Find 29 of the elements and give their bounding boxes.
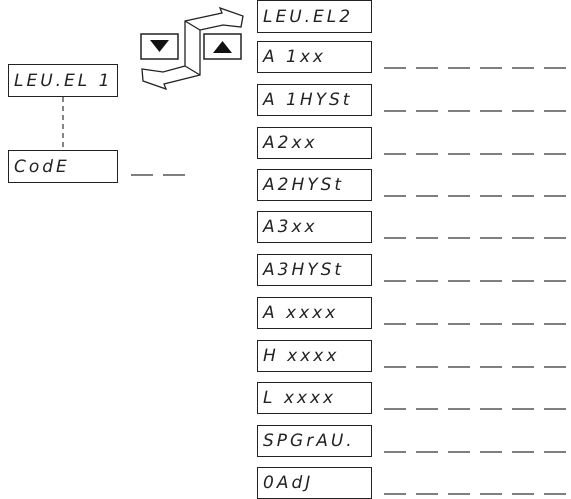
connector-line [62, 97, 64, 150]
display-text: SPGrAU. [263, 431, 355, 451]
display-text: A 1HYSt [263, 90, 352, 110]
display-text: A3xx [263, 217, 318, 237]
display-box [257, 211, 372, 243]
display-text: A xxxx [263, 303, 338, 323]
display-box [257, 382, 372, 414]
display-box [257, 425, 372, 457]
display-text: A2HYSt [263, 175, 344, 195]
display-text: LEU.EL2 [263, 6, 354, 26]
display-text: A2xx [263, 133, 318, 153]
display-box [8, 64, 118, 97]
display-text: 0AdJ [263, 473, 314, 493]
display-box [257, 169, 372, 201]
display-box [257, 84, 372, 116]
display-box [257, 340, 372, 372]
display-box [257, 127, 372, 159]
display-text: A 1xx [263, 47, 326, 67]
display-box [257, 41, 372, 73]
display-text: A3HYSt [263, 260, 344, 280]
display-box [257, 254, 372, 286]
display-text: L xxxx [263, 388, 336, 408]
display-text: CodE [14, 156, 70, 176]
display-box [257, 297, 372, 329]
display-text: LEU.EL 1 [14, 70, 112, 90]
display-box [257, 467, 372, 499]
display-text: H xxxx [263, 346, 340, 366]
display-box [8, 150, 118, 183]
display-box [257, 0, 372, 33]
